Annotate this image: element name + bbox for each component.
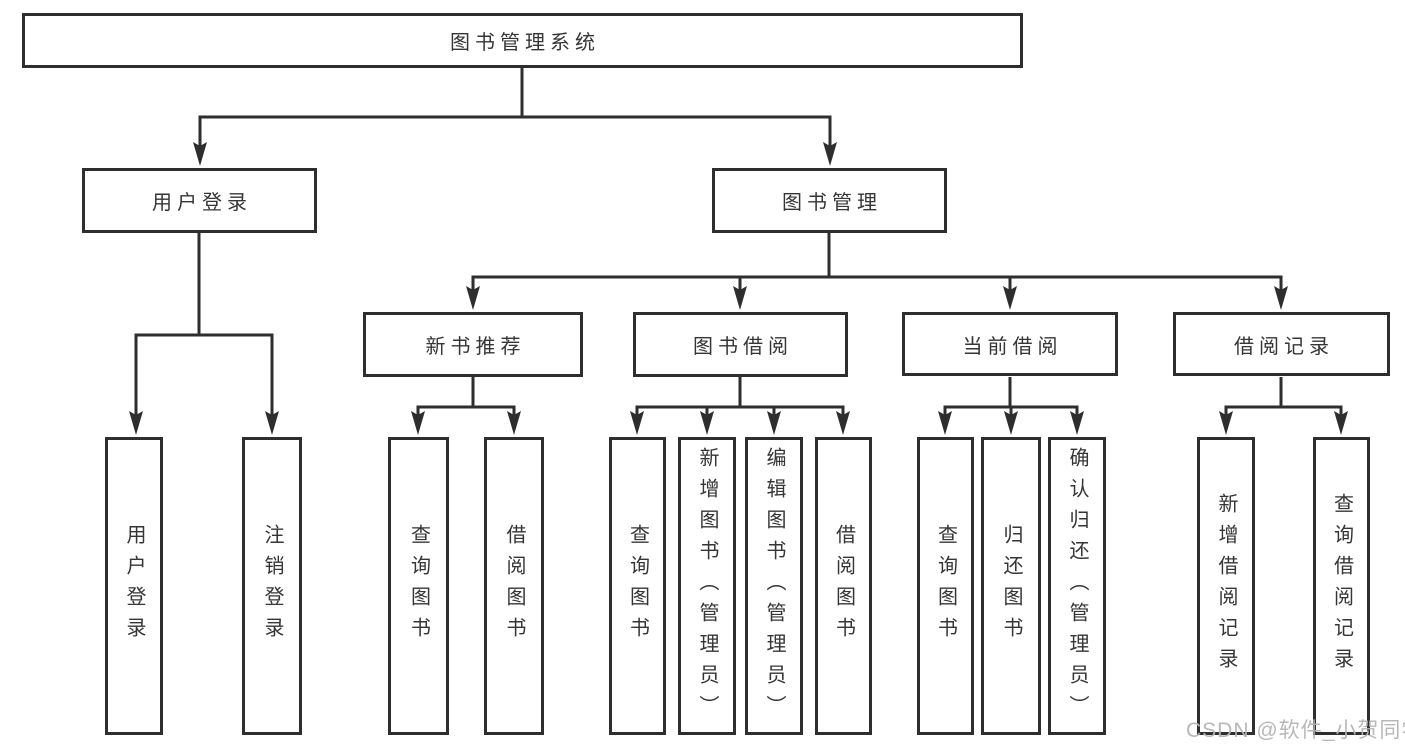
- node-borrow-records-label: 借阅记录: [1234, 335, 1334, 358]
- leaf-bb-edit-books-label: 编辑图书（管理员）: [763, 446, 785, 726]
- leaf-user-login: 用户登录: [105, 437, 163, 735]
- leaf-cb-confirm-return-label: 确认归还（管理员）: [1066, 446, 1088, 726]
- leaf-cb-return-books: 归还图书: [981, 437, 1041, 735]
- leaf-br-add-record-label: 新增借阅记录: [1215, 493, 1237, 679]
- leaf-bb-add-books: 新增图书（管理员）: [678, 437, 736, 735]
- leaf-bb-borrow-books: 借阅图书: [815, 437, 872, 735]
- node-new-book-recommend: 新书推荐: [363, 312, 583, 377]
- leaf-bb-add-books-label: 新增图书（管理员）: [696, 446, 718, 726]
- node-root: 图书管理系统: [22, 13, 1023, 68]
- leaf-nb-borrow-books: 借阅图书: [484, 437, 544, 735]
- node-book-management: 图书管理: [712, 168, 947, 233]
- leaf-cb-return-books-label: 归还图书: [1000, 524, 1022, 648]
- leaf-bb-query-books: 查询图书: [609, 437, 666, 735]
- node-user-login: 用户登录: [82, 168, 317, 233]
- leaf-br-add-record: 新增借阅记录: [1197, 437, 1255, 735]
- node-book-management-label: 图书管理: [782, 192, 882, 214]
- leaf-br-query-record: 查询借阅记录: [1313, 437, 1370, 735]
- node-user-login-label: 用户登录: [152, 192, 252, 214]
- node-book-borrow-label: 图书借阅: [693, 336, 793, 358]
- leaf-cb-query-books: 查询图书: [917, 437, 974, 735]
- leaf-bb-borrow-books-label: 借阅图书: [832, 524, 855, 648]
- node-borrow-records: 借阅记录: [1173, 312, 1390, 376]
- leaf-nb-query-books-label: 查询图书: [407, 524, 430, 648]
- leaf-user-login-label: 用户登录: [123, 524, 145, 648]
- leaf-cb-confirm-return: 确认归还（管理员）: [1048, 437, 1106, 735]
- arrowheads: [129, 142, 1348, 435]
- leaf-logout-label: 注销登录: [261, 524, 283, 648]
- leaf-cb-query-books-label: 查询图书: [934, 524, 957, 648]
- leaf-bb-edit-books: 编辑图书（管理员）: [745, 437, 803, 735]
- leaf-nb-query-books: 查询图书: [388, 437, 449, 735]
- leaf-logout: 注销登录: [242, 437, 302, 735]
- leaf-br-query-record-label: 查询借阅记录: [1330, 493, 1353, 679]
- node-current-borrow: 当前借阅: [902, 312, 1118, 376]
- leaf-bb-query-books-label: 查询图书: [626, 524, 649, 648]
- node-root-label: 图书管理系统: [450, 32, 600, 54]
- leaf-nb-borrow-books-label: 借阅图书: [503, 524, 525, 648]
- node-new-book-recommend-label: 新书推荐: [425, 336, 526, 358]
- node-book-borrow: 图书借阅: [633, 312, 848, 377]
- watermark: CSDN @软件_小贺同学: [1186, 719, 1405, 742]
- node-current-borrow-label: 当前借阅: [962, 335, 1063, 358]
